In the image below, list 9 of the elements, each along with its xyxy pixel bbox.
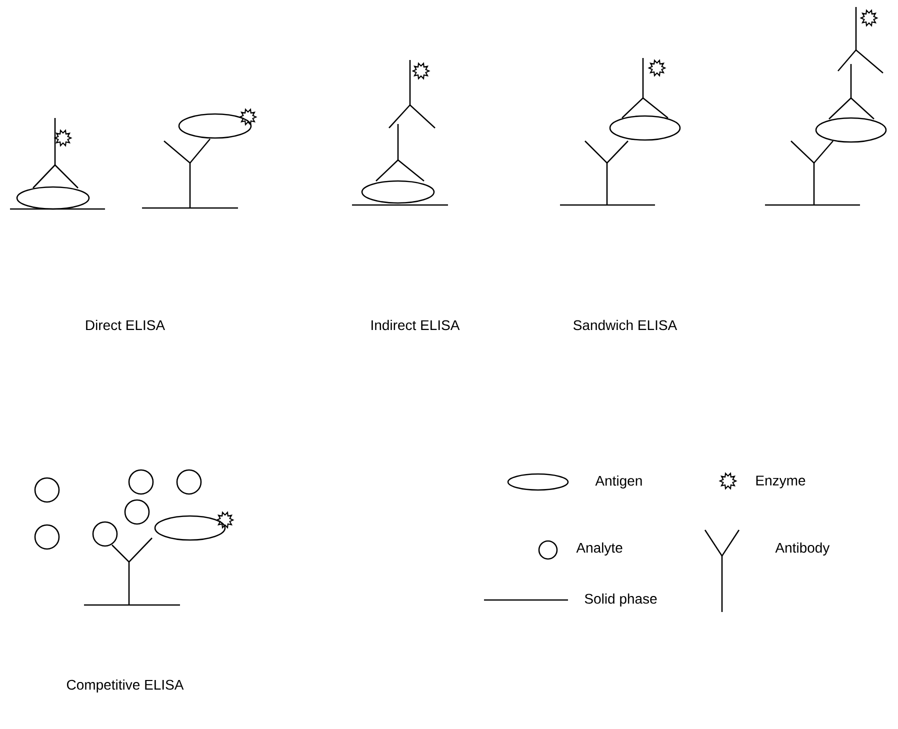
panel-caption: Sandwich ELISA xyxy=(574,320,678,330)
panel-caption: Direct ELISA xyxy=(86,320,166,330)
legend-label: Enzyme xyxy=(756,476,806,488)
panel-caption: Competitive ELISA xyxy=(66,679,184,692)
legend-label: Antigen xyxy=(595,475,642,488)
legend-label: Antibody xyxy=(775,542,830,556)
legend-label: Solid phase xyxy=(584,593,657,606)
legend-label: Analyte xyxy=(576,542,622,556)
panel-caption: Indirect ELISA xyxy=(372,320,460,330)
